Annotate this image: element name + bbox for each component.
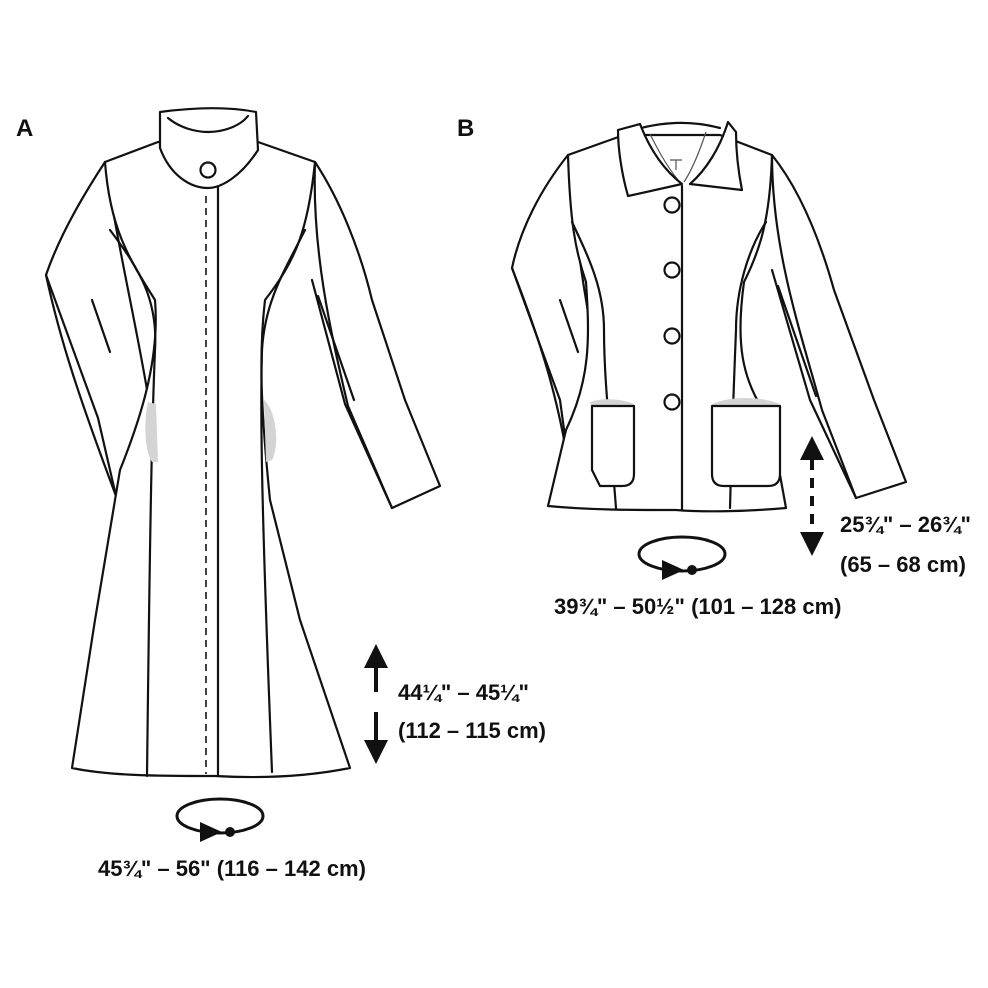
jacket-button-4 <box>663 393 681 411</box>
coat-length-line2: (112 – 115 cm) <box>398 718 546 743</box>
jacket-view-b: B <box>457 115 971 619</box>
jacket-hanger-mark <box>670 159 682 170</box>
coat-length-line1: 44¼" – 45¼" <box>398 680 529 705</box>
jacket-length-line1: 25¾" – 26¾" <box>840 512 971 537</box>
coat-body <box>70 140 352 779</box>
jacket-pocket-right <box>710 404 782 488</box>
jacket-length-line2: (65 – 68 cm) <box>840 552 966 577</box>
jacket-width-symbol <box>637 535 727 580</box>
jacket-length-arrow <box>800 436 824 556</box>
coat-left-sleeve-hem <box>44 273 118 498</box>
coat-width-symbol <box>175 797 265 842</box>
coat-pocket-shadow-left <box>145 402 158 462</box>
coat-collar-inner <box>166 114 250 134</box>
coat-princess-seam-right <box>260 228 307 774</box>
jacket-collar-right <box>688 120 744 192</box>
jacket-right-sleeve <box>770 153 908 500</box>
jacket-right-sleeve-seam <box>770 268 858 500</box>
coat-collar-button <box>199 161 217 179</box>
coat-right-sleeve <box>313 160 442 510</box>
jacket-button-3 <box>663 327 681 345</box>
coat-width-label: 45¾" – 56" (116 – 142 cm) <box>98 856 366 881</box>
coat-right-sleeve-seam <box>310 278 394 510</box>
jacket-pocket-left <box>590 404 636 488</box>
jacket-back-neck <box>632 121 722 132</box>
coat-pocket-shadow-right <box>264 400 277 462</box>
view-a-letter: A <box>16 115 33 142</box>
view-b-letter: B <box>457 115 474 142</box>
coat-view-a: A 44¼" – 45¼" (112 – 115 cm) <box>16 107 546 881</box>
jacket-width-label: 39¾" – 50½" (101 – 128 cm) <box>554 594 842 619</box>
jacket-button-2 <box>663 261 681 279</box>
jacket-collar-left <box>616 122 684 198</box>
coat-princess-seam-left <box>108 228 157 778</box>
coat-length-arrow <box>364 644 388 764</box>
jacket-button-1 <box>663 196 681 214</box>
